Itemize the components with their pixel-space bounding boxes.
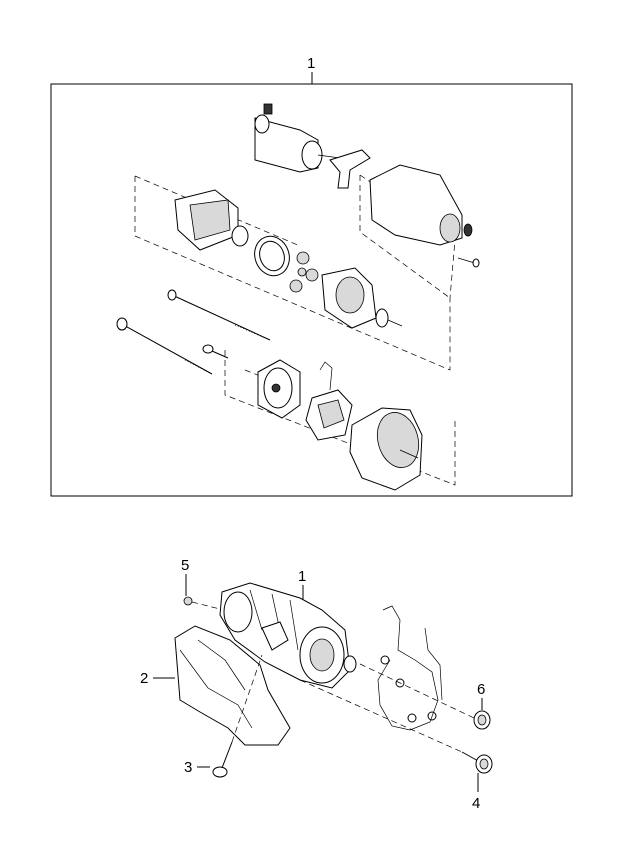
- yoke-part: [349, 407, 423, 491]
- engine-block-outline: [377, 605, 443, 731]
- through-bolt-upper: [167, 289, 271, 341]
- starter-motor-part: [219, 582, 357, 689]
- rear-cover-part: [257, 359, 301, 419]
- lever-fork-part: [329, 149, 371, 189]
- installation-view: 1 5 2 3: [140, 557, 493, 812]
- brush-holder-part: [305, 361, 353, 441]
- callout-5-nut: 5: [181, 557, 189, 574]
- bolt-large-part: [299, 679, 493, 774]
- nut-right-part: [359, 663, 491, 730]
- armature-part: [174, 189, 249, 251]
- heat-shield-cover-part: [174, 625, 291, 746]
- through-bolt-lower: [116, 317, 213, 375]
- planetary-gears-part: [289, 251, 319, 293]
- ring-part: [254, 235, 290, 277]
- solenoid-part: [254, 103, 341, 173]
- drive-housing-part: [369, 164, 480, 268]
- callout-3-bolt: 3: [184, 759, 192, 776]
- callout-4-bolt: 4: [472, 795, 480, 812]
- gear-carrier-part: [321, 267, 403, 329]
- bolt-small-part: [212, 654, 263, 778]
- exploded-view-panel: 1: [50, 55, 573, 497]
- callout-2-cover: 2: [140, 670, 148, 687]
- callout-1-starter: 1: [298, 568, 306, 585]
- callout-1-assembly: 1: [307, 55, 315, 72]
- callout-6-nut: 6: [477, 681, 485, 698]
- small-screw-part: [202, 344, 229, 359]
